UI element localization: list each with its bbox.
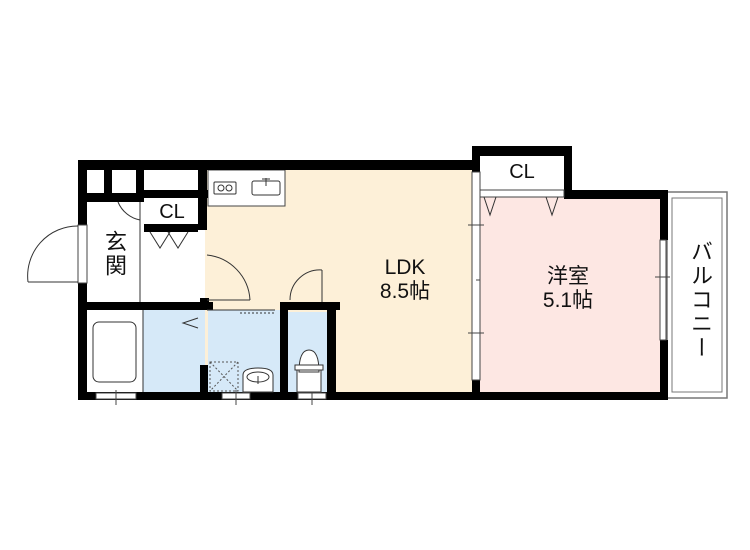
bathtub-icon bbox=[92, 321, 137, 383]
western-room-area bbox=[480, 197, 660, 395]
balcony-outline bbox=[666, 191, 728, 399]
balcony-label: バルコニー bbox=[688, 240, 713, 360]
ldk-label: LDK 8.5帖 bbox=[365, 256, 445, 303]
ldk-name: LDK bbox=[384, 256, 426, 279]
bathroom-area bbox=[143, 310, 205, 395]
western-room-size: 5.1帖 bbox=[542, 288, 594, 312]
closet-bedroom-label: CL bbox=[509, 161, 535, 183]
windows bbox=[77, 171, 670, 405]
western-room-label: 洋室 5.1帖 bbox=[528, 265, 608, 312]
toilet-icon bbox=[294, 349, 324, 393]
balcony-inner bbox=[671, 197, 723, 393]
washing-machine-pan-icon bbox=[209, 361, 239, 392]
ldk-size: 8.5帖 bbox=[379, 279, 431, 303]
western-room-name: 洋室 bbox=[547, 265, 589, 288]
kitchen-sink-icon bbox=[251, 178, 281, 196]
walls bbox=[78, 146, 668, 400]
entrance-label: 玄関 bbox=[102, 230, 127, 278]
doors bbox=[27, 196, 559, 329]
stove-icon bbox=[213, 181, 237, 195]
washbasin-icon bbox=[242, 367, 274, 393]
kitchen-counter bbox=[207, 169, 286, 207]
closet-entrance-label: CL bbox=[159, 201, 185, 223]
